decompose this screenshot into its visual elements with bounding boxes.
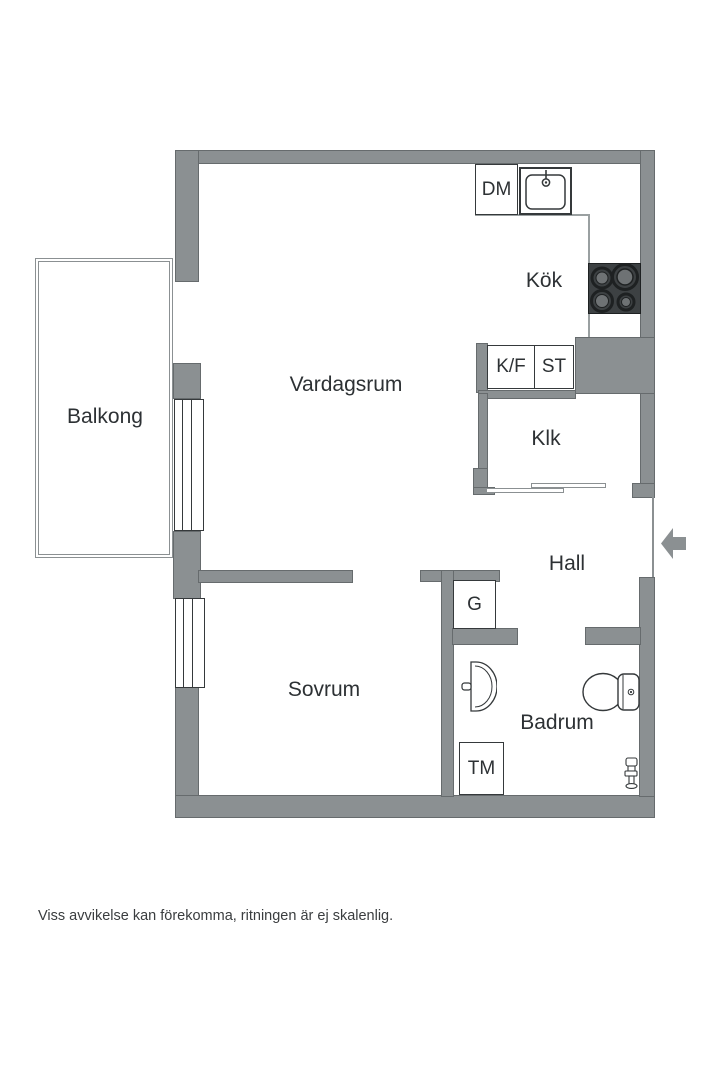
wall-g-bottom: [452, 628, 518, 645]
wardrobe-label: G: [467, 593, 482, 615]
washing-machine-box: TM: [459, 742, 504, 795]
wall-klk-left: [478, 393, 488, 471]
wardrobe-box: G: [453, 580, 496, 629]
wall-left-mid1: [173, 363, 201, 399]
wall-bottom: [175, 795, 655, 818]
wall-left-lower: [175, 687, 199, 797]
room-label-vardagsrum: Vardagsrum: [289, 373, 403, 396]
wall-bathroom-left: [441, 570, 454, 797]
washbasin-icon: [460, 660, 497, 713]
sliding-door-icon: [486, 488, 564, 493]
room-label-balkong: Balkong: [67, 405, 143, 428]
sink-icon: [519, 167, 572, 215]
balcony-railing-outer: [35, 258, 173, 558]
dishwasher-box: DM: [475, 164, 518, 215]
wall-top: [175, 150, 654, 164]
sliding-door-icon: [531, 483, 606, 488]
room-label-sovrum: Sovrum: [287, 678, 361, 701]
counter-edge-top: [475, 214, 589, 216]
fridge-freezer-label: K/F: [496, 356, 526, 377]
cleaning-cabinet-label: ST: [541, 356, 567, 377]
room-label-klk: Klk: [531, 427, 561, 450]
wall-sovrum: [198, 570, 353, 583]
wall-right-kitchen: [640, 150, 655, 338]
wall-right-notch: [632, 483, 655, 498]
wall-right-klk: [640, 393, 655, 485]
bedroom-window-icon: [175, 598, 205, 688]
room-label-kok: Kök: [525, 269, 563, 292]
footer-disclaimer: Viss avvikelse kan förekomma, ritningen …: [38, 908, 394, 924]
stove-icon: [588, 263, 641, 314]
balcony-railing-inner: [38, 261, 170, 555]
wall-bathroom-top-right: [585, 627, 641, 645]
room-label-badrum: Badrum: [520, 711, 594, 734]
wall-klk-left-stub: [473, 468, 488, 489]
dishwasher-label: DM: [481, 178, 512, 200]
wall-right-lower: [639, 577, 655, 797]
entrance-arrow-icon: [661, 528, 686, 559]
washing-machine-label: TM: [467, 757, 496, 779]
wall-right-block: [575, 337, 655, 394]
toilet-icon: [582, 672, 641, 712]
wall-left-upper: [175, 150, 199, 282]
entrance-door-line: [652, 497, 654, 577]
room-label-hall: Hall: [548, 552, 586, 575]
shower-icon: [623, 757, 640, 789]
window-mullion: [183, 599, 193, 687]
balcony-window-icon: [174, 399, 204, 531]
cleaning-cabinet-box: ST: [534, 345, 574, 389]
wall-klk-top: [478, 390, 576, 399]
wall-left-mid2: [173, 531, 201, 599]
fridge-freezer-box: K/F: [487, 345, 535, 389]
window-mullion: [182, 400, 192, 530]
